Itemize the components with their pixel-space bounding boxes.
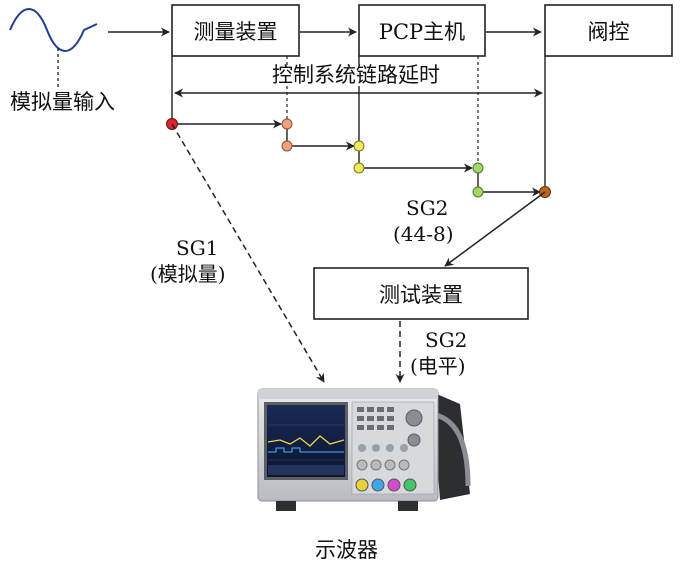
measure-block-label: 测量装置 bbox=[193, 19, 278, 44]
oscilloscope-image bbox=[257, 388, 471, 511]
arrow-valve-to-test bbox=[444, 191, 546, 267]
stage-dot-2 bbox=[281, 118, 293, 130]
pcp-block-label: PCP主机 bbox=[378, 19, 466, 44]
sg1-name: SG1 bbox=[176, 236, 219, 260]
valve-block-label: 阀控 bbox=[587, 19, 630, 44]
stage-dot-7 bbox=[472, 186, 484, 198]
test-block bbox=[313, 267, 529, 320]
sg2-top-code: (44-8) bbox=[393, 222, 454, 246]
sg2-top-name: SG2 bbox=[406, 196, 449, 220]
stage-dot-6 bbox=[472, 162, 484, 174]
sine-wave-icon bbox=[9, 8, 98, 52]
test-block-label: 测试装置 bbox=[379, 282, 463, 307]
stage-dot-5 bbox=[353, 162, 365, 174]
stage-dot-3 bbox=[281, 140, 293, 152]
stage-dot-4 bbox=[353, 140, 365, 152]
pcp-block bbox=[358, 4, 486, 57]
sg2-bottom-desc: (电平) bbox=[410, 354, 466, 378]
sg1-desc: (模拟量) bbox=[150, 262, 226, 286]
analog-input-label: 模拟量输入 bbox=[10, 90, 115, 114]
measure-block bbox=[171, 4, 300, 57]
latency-label: 控制系统链路延时 bbox=[270, 63, 442, 87]
valve-block bbox=[544, 4, 673, 57]
oscilloscope-label: 示波器 bbox=[315, 538, 378, 562]
sg2-bottom-name: SG2 bbox=[425, 328, 468, 352]
